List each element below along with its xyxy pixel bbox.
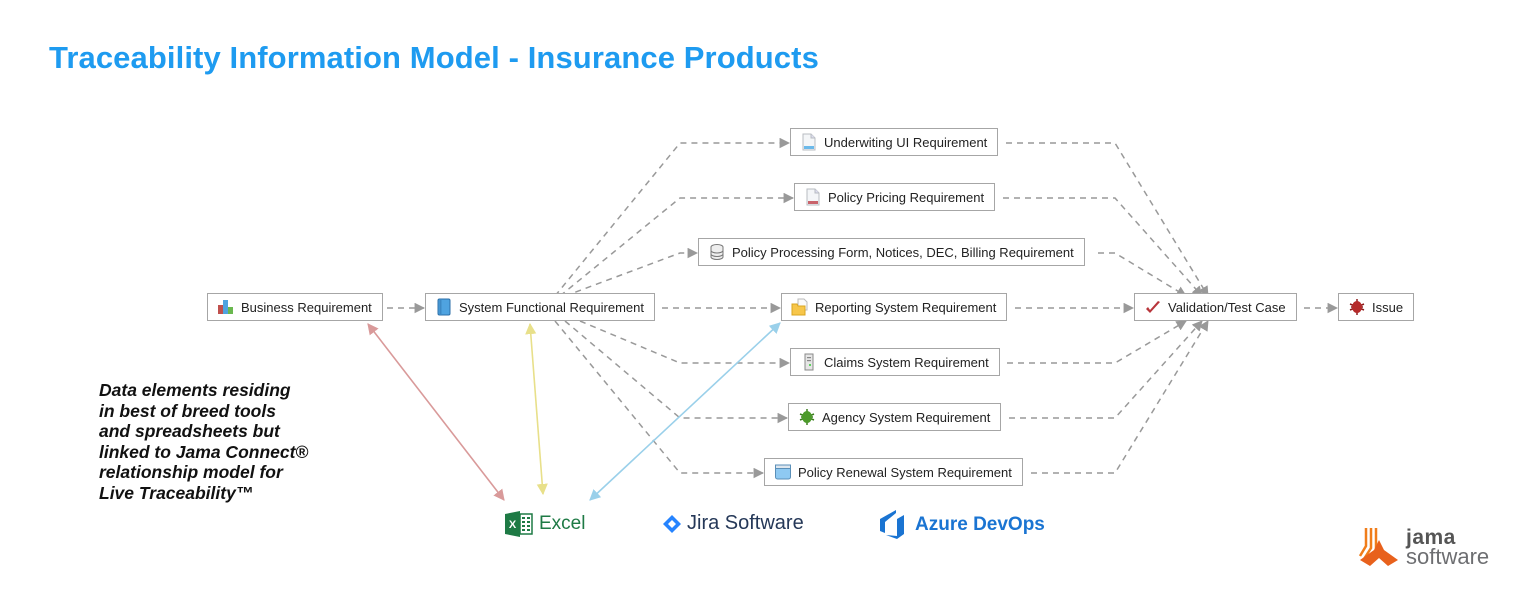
excel-logo: X Excel <box>505 511 585 537</box>
node-label: Policy Renewal System Requirement <box>798 464 1012 480</box>
excel-icon: X <box>505 511 533 537</box>
node-policy-renewal-system-requirement[interactable]: Policy Renewal System Requirement <box>764 458 1023 486</box>
connector-system-to-claims <box>579 320 791 369</box>
node-reporting-system-requirement[interactable]: Reporting System Requirement <box>781 293 1008 321</box>
link-excel-business <box>367 323 505 501</box>
book-icon <box>437 298 451 316</box>
node-label: Reporting System Requirement <box>815 299 997 315</box>
jira-diamond-icon <box>663 514 681 533</box>
node-label: System Functional Requirement <box>459 299 644 315</box>
folder-document-icon <box>791 298 808 316</box>
note-line: relationship model for <box>99 462 283 482</box>
svg-text:X: X <box>509 519 517 531</box>
checkmark-icon <box>1146 301 1160 313</box>
bug-red-icon <box>1349 299 1365 315</box>
connector-system-to-processing <box>564 247 699 297</box>
note-line: in best of breed tools <box>99 400 276 421</box>
connector-renewal-to-validation <box>1031 320 1209 474</box>
note-line: linked to Jama Connect® <box>99 441 309 462</box>
bug-green-icon <box>799 409 815 425</box>
node-label: Claims System Requirement <box>824 354 989 370</box>
document-red-icon <box>806 188 820 206</box>
bar-chart-icon <box>218 300 233 314</box>
link-excel-reporting <box>589 322 781 501</box>
connector-system-to-renewal <box>554 320 765 479</box>
jama-software-logo: jama software <box>1358 526 1489 568</box>
page-title: Traceability Information Model - Insuran… <box>49 40 819 75</box>
node-label: Policy Pricing Requirement <box>828 189 985 205</box>
azure-devops-icon <box>880 510 904 539</box>
connector-agency-to-validation <box>1009 320 1203 419</box>
connector-claims-to-validation <box>1007 320 1187 364</box>
connector-system-to-agency <box>564 320 789 424</box>
link-excel-system <box>525 322 548 496</box>
node-label: Agency System Requirement <box>822 409 991 425</box>
note-line: Live Traceability™ <box>99 482 254 503</box>
traceability-note: Data elements residing in best of breed … <box>99 380 308 503</box>
node-label: Policy Processing Form, Notices, DEC, Bi… <box>732 244 1074 260</box>
node-label: Issue <box>1372 299 1404 315</box>
jama-logo-icon <box>1358 528 1398 566</box>
database-icon <box>710 244 724 260</box>
azure-devops-logo: Azure DevOps <box>877 510 1045 540</box>
node-validation-test-case[interactable]: Validation/Test Case <box>1134 293 1297 321</box>
connector-underwriting-to-validation <box>1006 142 1209 297</box>
node-agency-system-requirement[interactable]: Agency System Requirement <box>788 403 1002 431</box>
node-label: Underwiting UI Requirement <box>824 134 988 150</box>
node-claims-system-requirement[interactable]: Claims System Requirement <box>790 348 1000 376</box>
document-blue-icon <box>802 133 816 151</box>
jira-logo: Jira Software <box>662 512 804 535</box>
jira-label: Jira Software <box>687 512 804 534</box>
note-line: and spreadsheets but <box>99 421 280 441</box>
node-system-functional-requirement[interactable]: System Functional Requirement <box>425 293 655 321</box>
excel-label: Excel <box>539 513 586 534</box>
node-issue[interactable]: Issue <box>1338 293 1415 321</box>
brand-line-2: software <box>1406 544 1490 569</box>
node-policy-processing-requirement[interactable]: Policy Processing Form, Notices, DEC, Bi… <box>698 238 1085 266</box>
connector-pricing-to-validation <box>1003 197 1203 297</box>
server-icon <box>804 353 814 371</box>
azure-label: Azure DevOps <box>915 514 1045 535</box>
note-line: Data elements residing <box>99 380 291 400</box>
node-policy-pricing-requirement[interactable]: Policy Pricing Requirement <box>794 183 996 211</box>
node-underwriting-ui-requirement[interactable]: Underwiting UI Requirement <box>790 128 999 156</box>
window-icon <box>775 464 791 480</box>
connector-system-to-underwriting <box>554 137 791 297</box>
connector-system-to-pricing <box>559 192 795 297</box>
connector-processing-to-validation <box>1098 252 1187 297</box>
node-label: Validation/Test Case <box>1168 299 1286 315</box>
node-business-requirement[interactable]: Business Requirement <box>207 293 383 321</box>
brand-line-1: jama <box>1406 526 1456 549</box>
node-label: Business Requirement <box>241 299 372 315</box>
